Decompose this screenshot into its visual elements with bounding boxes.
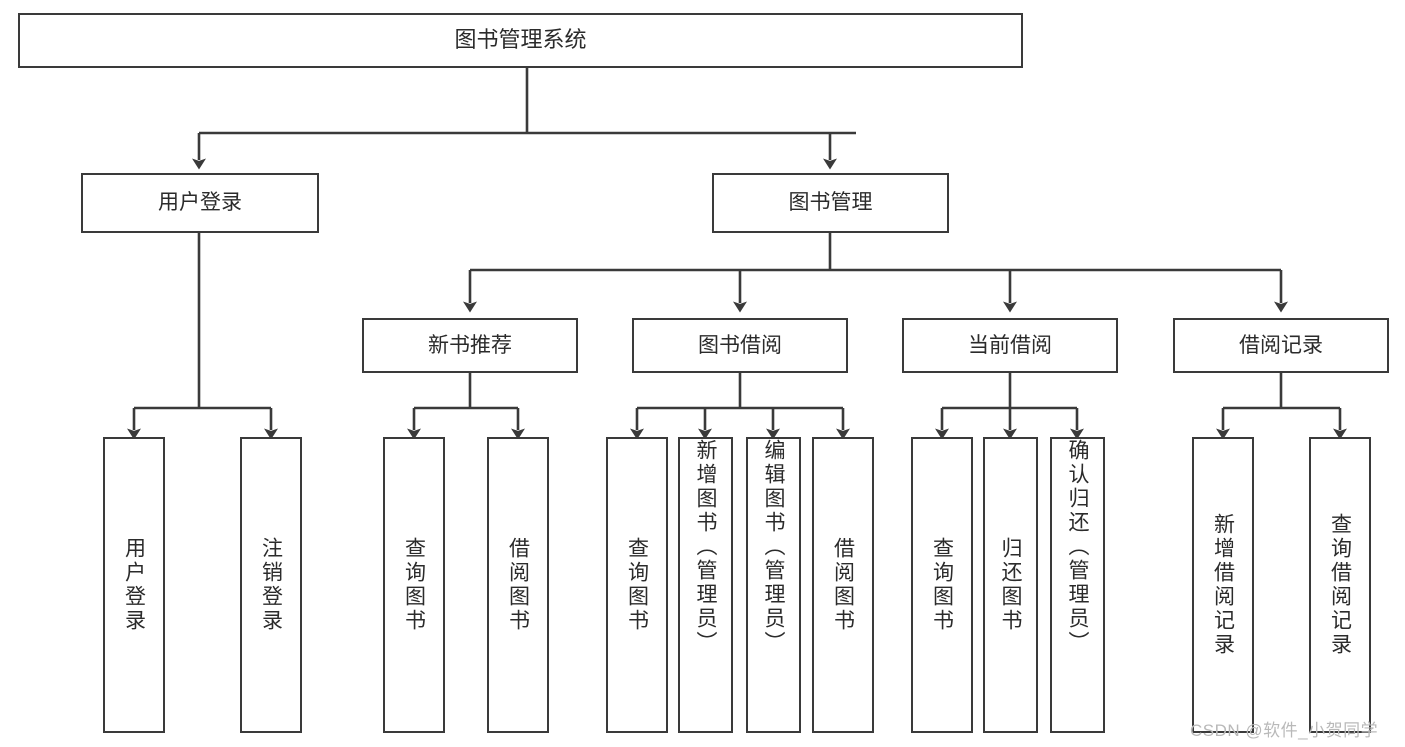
leaf-records-query-record[interactable]: 查询借阅记录 <box>1309 437 1371 733</box>
node-label: 借阅记录 <box>1239 333 1323 357</box>
node-label: 查询图书 <box>930 537 954 633</box>
leaf-borrow-query-book[interactable]: 查询图书 <box>606 437 668 733</box>
node-label: 注销登录 <box>259 537 283 633</box>
node-current-borrow[interactable]: 当前借阅 <box>902 318 1118 373</box>
node-label: 借阅图书 <box>831 537 855 633</box>
node-root-system[interactable]: 图书管理系统 <box>18 13 1023 68</box>
node-label: 新增借阅记录 <box>1211 513 1235 657</box>
node-label: 图书管理 <box>788 191 873 215</box>
node-label: 新增图书（管理员） <box>694 439 717 655</box>
leaf-user-login-login[interactable]: 用户登录 <box>103 437 165 733</box>
leaf-recommend-borrow-book[interactable]: 借阅图书 <box>487 437 549 733</box>
leaf-current-confirm-return-admin[interactable]: 确认归还（管理员） <box>1050 437 1105 733</box>
node-label: 查询图书 <box>625 537 649 633</box>
node-label: 新书推荐 <box>428 333 512 357</box>
node-book-management[interactable]: 图书管理 <box>712 173 949 233</box>
node-label: 用户登录 <box>122 537 146 633</box>
node-book-borrow[interactable]: 图书借阅 <box>632 318 848 373</box>
leaf-borrow-add-book-admin[interactable]: 新增图书（管理员） <box>678 437 733 733</box>
leaf-borrow-borrow-book[interactable]: 借阅图书 <box>812 437 874 733</box>
node-label: 图书管理系统 <box>454 27 587 53</box>
node-label: 确认归还（管理员） <box>1066 439 1089 655</box>
node-label: 编辑图书（管理员） <box>762 439 785 655</box>
node-label: 查询借阅记录 <box>1328 513 1352 657</box>
node-label: 查询图书 <box>402 537 426 633</box>
watermark: CSDN @软件_小贺同学 <box>1190 721 1379 740</box>
node-label: 图书借阅 <box>698 333 782 357</box>
node-label: 用户登录 <box>158 191 242 215</box>
leaf-user-login-logout[interactable]: 注销登录 <box>240 437 302 733</box>
leaf-current-return-book[interactable]: 归还图书 <box>983 437 1038 733</box>
node-label: 归还图书 <box>999 537 1022 633</box>
node-label: 当前借阅 <box>968 333 1052 357</box>
leaf-current-query-book[interactable]: 查询图书 <box>911 437 973 733</box>
node-user-login[interactable]: 用户登录 <box>81 173 319 233</box>
leaf-recommend-query-book[interactable]: 查询图书 <box>383 437 445 733</box>
node-new-book-recommend[interactable]: 新书推荐 <box>362 318 578 373</box>
node-label: 借阅图书 <box>506 537 530 633</box>
leaf-records-add-record[interactable]: 新增借阅记录 <box>1192 437 1254 733</box>
leaf-borrow-edit-book-admin[interactable]: 编辑图书（管理员） <box>746 437 801 733</box>
node-borrow-records[interactable]: 借阅记录 <box>1173 318 1389 373</box>
